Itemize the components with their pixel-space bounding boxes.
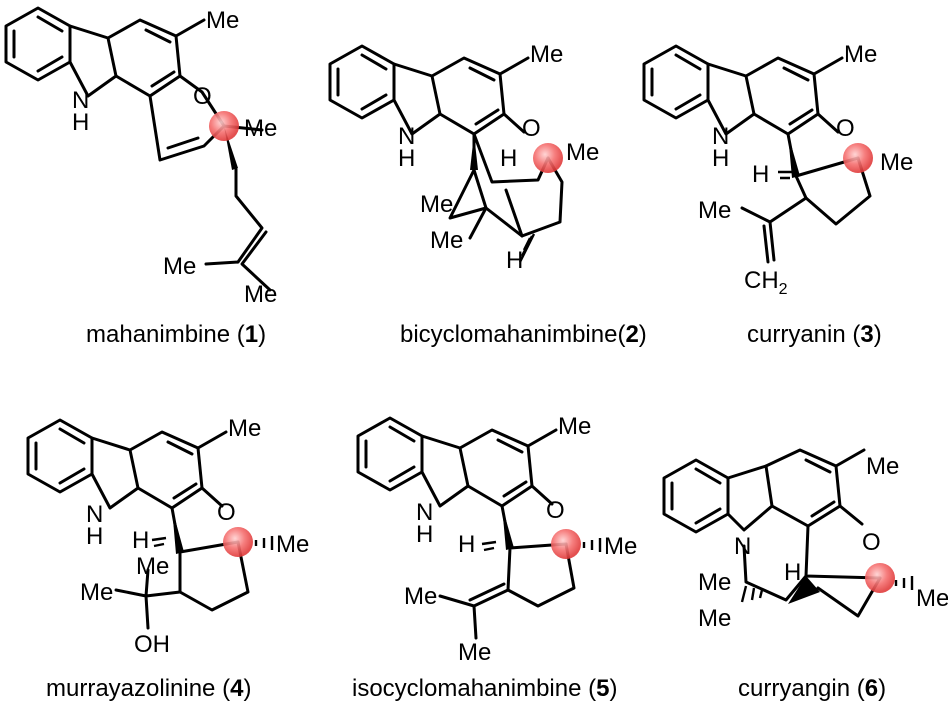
atom-h: H — [500, 145, 517, 172]
atom-me: Me — [80, 579, 113, 606]
atom-me: Me — [206, 7, 239, 34]
atom-nh-n: N — [398, 123, 415, 150]
atom-nh-n: N — [86, 501, 103, 528]
atom-o: O — [862, 529, 881, 556]
stereocenter-marker — [551, 529, 581, 559]
structure-curryangin: N O Me Me H Me Me — [662, 448, 948, 632]
atom-nh-n: N — [416, 499, 433, 526]
atom-h: H — [506, 247, 523, 274]
caption-compound-2: bicyclomahanimbine(2) — [400, 321, 647, 348]
atom-me: Me — [228, 415, 261, 442]
stereocenter-marker — [209, 111, 239, 141]
atom-ch2: CH2 — [744, 267, 788, 298]
atom-me: Me — [698, 197, 731, 224]
atom-me: Me — [244, 115, 277, 142]
atom-o: O — [522, 115, 541, 142]
atom-me: Me — [604, 533, 637, 560]
structure-curryanin: N H O Me Me H Me CH2 — [642, 41, 913, 298]
atom-nh-h: H — [72, 109, 89, 136]
atom-me: Me — [430, 227, 463, 254]
atom-o: O — [836, 115, 855, 142]
caption-compound-5: isocyclomahanimbine (5) — [352, 675, 617, 702]
caption-compound-4: murrayazolinine (4) — [46, 675, 251, 702]
caption-compound-6: curryangin (6) — [738, 675, 886, 702]
stereocenter-marker — [533, 143, 563, 173]
atom-me: Me — [698, 605, 731, 632]
atom-me: Me — [566, 139, 599, 166]
atom-me: Me — [880, 149, 913, 176]
stereocenter-marker — [843, 143, 873, 173]
atom-nh-n: N — [712, 123, 729, 150]
atom-me: Me — [420, 191, 453, 218]
atom-h: H — [784, 559, 801, 586]
stereocenter-marker — [223, 527, 253, 557]
atom-me: Me — [244, 281, 277, 308]
atom-me: Me — [276, 531, 309, 558]
atom-nh-h: H — [712, 145, 729, 172]
atom-nh-n: N — [72, 87, 89, 114]
atom-n: N — [734, 533, 751, 560]
atom-me: Me — [558, 413, 591, 440]
atom-nh-h: H — [398, 145, 415, 172]
structure-murrayazolinine: N H O Me Me H Me Me OH — [26, 415, 309, 658]
atom-me: Me — [844, 41, 877, 68]
caption-compound-3: curryanin (3) — [747, 321, 882, 348]
caption-compound-1: mahanimbine (1) — [86, 321, 266, 348]
atom-nh-h: H — [86, 523, 103, 550]
atom-me: Me — [916, 585, 948, 612]
atom-h: H — [458, 531, 475, 558]
structure-mahanimbine: N H O Me Me Me Me — [4, 6, 277, 308]
atom-me: Me — [458, 639, 491, 666]
atom-oh: OH — [134, 631, 170, 658]
atom-me: Me — [136, 553, 169, 580]
stereocenter-marker — [865, 563, 895, 593]
atom-nh-h: H — [416, 521, 433, 548]
atom-o: O — [217, 499, 236, 526]
structure-isocyclomahanimbine: N H O Me Me H Me Me — [356, 413, 637, 666]
atom-me: Me — [866, 453, 899, 480]
atom-me: Me — [404, 583, 437, 610]
atom-me: Me — [530, 41, 563, 68]
atom-h: H — [752, 161, 769, 188]
atom-o: O — [193, 83, 212, 110]
atom-me: Me — [698, 569, 731, 596]
atom-o: O — [546, 497, 565, 524]
atom-h: H — [132, 527, 149, 554]
structure-bicyclomahanimbine: N H O Me Me H Me Me H — [328, 41, 599, 274]
atom-me: Me — [163, 253, 196, 280]
